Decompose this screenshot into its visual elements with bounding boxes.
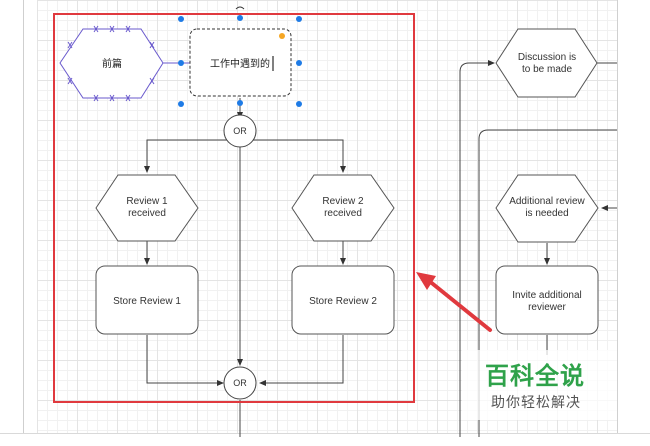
- watermark-subtitle: 助你轻松解决: [491, 395, 581, 411]
- review1-label-line1: Review 1: [126, 196, 168, 207]
- store1-label: Store Review 1: [113, 296, 181, 307]
- review2-hexagon[interactable]: Review 2 received: [291, 174, 395, 242]
- highlight-frame: [53, 13, 415, 403]
- store-review2-box[interactable]: Store Review 2: [291, 265, 395, 335]
- invite-label-line2: reviewer: [528, 302, 566, 313]
- review1-hexagon[interactable]: Review 1 received: [95, 174, 199, 242]
- discussion-label-line1: Discussion is: [518, 52, 576, 63]
- right-panel: [617, 0, 650, 433]
- or-top-label: OR: [233, 126, 247, 136]
- additional-review-hexagon[interactable]: Additional review is needed: [495, 174, 599, 243]
- panel-divider: [23, 0, 24, 433]
- additional-label-line2: is needed: [525, 208, 568, 219]
- review2-label-line2: received: [324, 208, 362, 219]
- discussion-label-line2: to be made: [522, 64, 572, 75]
- discussion-hexagon[interactable]: Discussion is to be made: [495, 28, 598, 98]
- store2-label: Store Review 2: [309, 296, 377, 307]
- or-bottom-label: OR: [233, 378, 247, 388]
- or-gateway-top[interactable]: OR: [223, 114, 257, 148]
- invite-reviewer-box[interactable]: Invite additional reviewer: [495, 265, 599, 335]
- editing-label: 工作中遇到的: [210, 57, 270, 70]
- selected-box[interactable]: 工作中遇到的: [178, 6, 302, 107]
- invite-label-line1: Invite additional: [512, 290, 582, 301]
- annotation-arrow: [416, 272, 492, 332]
- store-review1-box[interactable]: Store Review 1: [95, 265, 199, 335]
- watermark-backdrop: [462, 350, 617, 420]
- or-gateway-bottom[interactable]: OR: [223, 366, 257, 400]
- rotate-handle[interactable]: [279, 33, 285, 39]
- left-panel: [0, 0, 37, 445]
- review1-label-line2: received: [128, 208, 166, 219]
- prequel-hexagon[interactable]: 前篇: [59, 25, 190, 102]
- additional-label-line1: Additional review: [509, 196, 585, 207]
- review2-label-line1: Review 2: [322, 196, 364, 207]
- watermark-title: 百科全说: [485, 362, 585, 390]
- prequel-label: 前篇: [102, 57, 122, 70]
- connectors: [144, 60, 617, 437]
- selection-handles[interactable]: [178, 15, 302, 107]
- bottom-bar: [0, 433, 650, 446]
